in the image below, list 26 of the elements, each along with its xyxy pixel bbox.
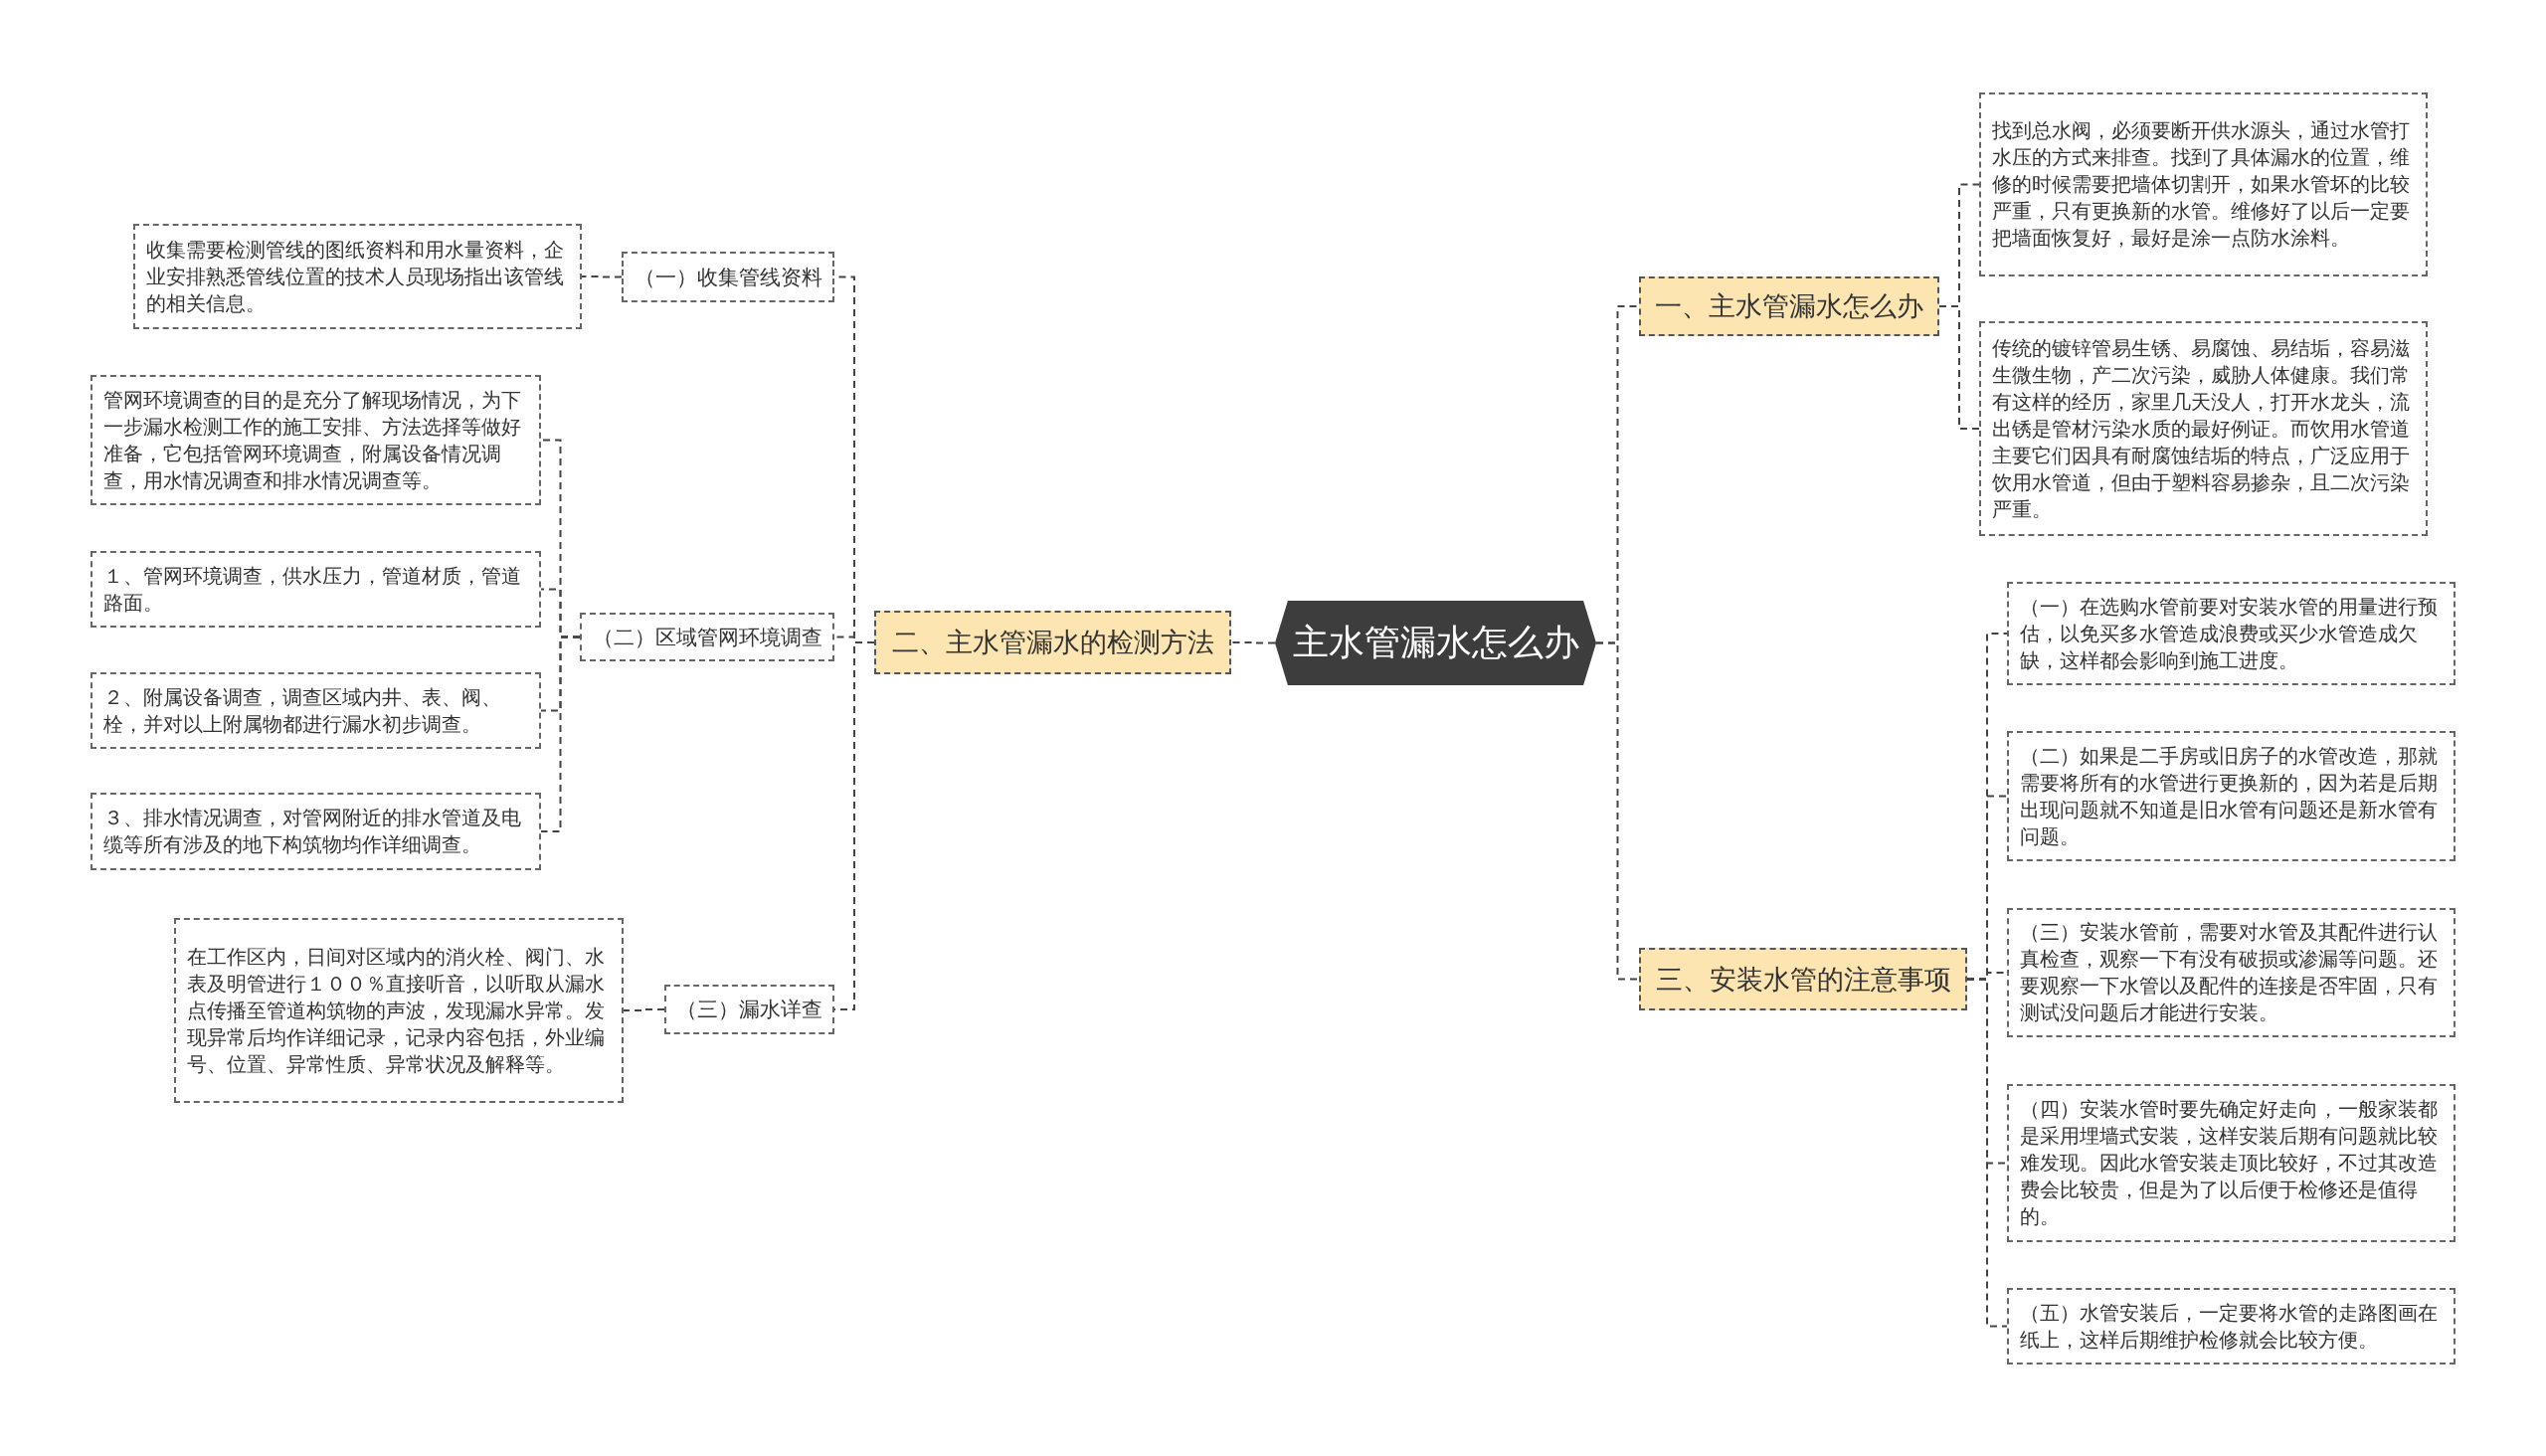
- note-box: 在工作区内，日间对区域内的消火栓、阀门、水表及明管进行１００％直接听音，以听取从漏水点传播至管道构筑物的声波，发现漏水异常。发现异常后均作详细记录，记录内容包括，外业编号、位置、异常性质、异常状况及解释等。: [174, 918, 624, 1103]
- note-box: （一）在选购水管前要对安装水管的用量进行预估，以免买多水管造成浪费或买少水管造成欠缺，这样都会影响到施工进度。: [2007, 582, 2455, 685]
- connector: [623, 1008, 665, 1011]
- note-box: １、管网环境调查，供水压力，管道材质，管道路面。: [91, 551, 541, 628]
- note-box: （三）安装水管前，需要对水管及其配件进行认真检查，观察一下有没有破损或渗漏等问题。还要观察一下水管以及配件的连接是否牢固，只有测试没问题后才能进行安装。: [2007, 908, 2455, 1037]
- note-box: （二）如果是二手房或旧房子的水管改造，那就需要将所有的水管进行更换新的，因为若是后期出现问题就不知道是旧水管有问题还是新水管有问题。: [2007, 731, 2455, 861]
- note-box: ３、排水情况调查，对管网附近的排水管道及电缆等所有涉及的地下构筑物均作详细调查。: [91, 793, 541, 870]
- note-box: 收集需要检测管线的图纸资料和用水量资料，企业安排熟悉管线位置的技术人员现场指出该管线的相关信息。: [133, 224, 582, 329]
- note-box: （五）水管安装后，一定要将水管的走路图画在纸上，这样后期维护检修就会比较方便。: [2007, 1288, 2455, 1365]
- note-box: 找到总水阀，必须要断开供水源头，通过水管打水压的方式来排查。找到了具体漏水的位置，维修的时候需要把墙体切割开，如果水管坏的比较严重，只有更换新的水管。维修好了以后一定要把墙面恢复好，最好是涂一点防水涂料。: [1979, 92, 2428, 276]
- subtopic-box: （三）漏水详查: [664, 985, 834, 1034]
- subtopic-box: （一）收集管线资料: [622, 252, 834, 302]
- topic-box: 三、安装水管的注意事项: [1639, 948, 1967, 1010]
- note-box: 管网环境调查的目的是充分了解现场情况，为下一步漏水检测工作的施工安排、方法选择等做好准备，它包括管网环境调查，附属设备情况调查，用水情况调查和排水情况调查等。: [91, 375, 541, 505]
- connector: [581, 275, 623, 278]
- connector: [540, 636, 581, 832]
- topic-box: 二、主水管漏水的检测方法: [874, 611, 1231, 674]
- note-box: ２、附属设备调查，调查区域内井、表、阀、栓，并对以上附属物都进行漏水初步调查。: [91, 672, 541, 749]
- connector: [1595, 641, 1640, 981]
- note-box: （四）安装水管时要先确定好走向，一般家装都是采用埋墙式安装，这样安装后期有问题就比较难发现。因此水管安装走顶比较好，不过其改造费会比较贵，但是为了以后便于检修还是值得的。: [2007, 1084, 2455, 1242]
- topic-box: 一、主水管漏水怎么办: [1639, 276, 1939, 336]
- connector: [1230, 641, 1276, 644]
- subtopic-box: （二）区域管网环境调查: [580, 613, 834, 661]
- connector: [1938, 305, 1980, 430]
- connector: [1966, 978, 2008, 1328]
- note-box: 传统的镀锌管易生锈、易腐蚀、易结垢，容易滋生微生物，产二次污染，威胁人体健康。我们常有这样的经历，家里几天没人，打开水龙头，流出锈是管材污染水质的最好例证。而饮用水管道主要它们因具有耐腐蚀结垢的特点，广泛应用于饮用水管道，但由于塑料容易掺杂，且二次污染严重。: [1979, 321, 2428, 536]
